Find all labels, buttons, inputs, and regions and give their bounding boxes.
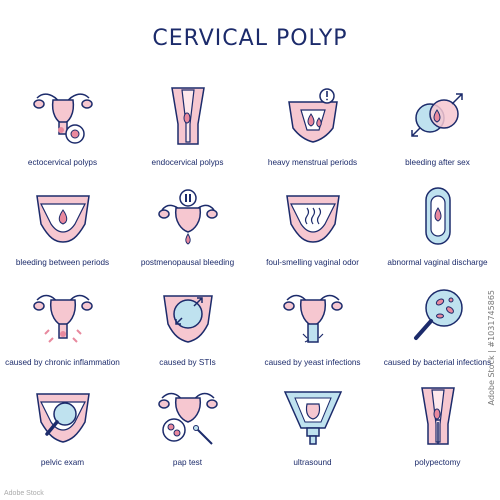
item-pap-test: pap test (125, 380, 250, 480)
item-label: caused by STIs (159, 358, 216, 367)
yeast-uterus-icon (282, 294, 343, 343)
magnifier-bacteria-icon (413, 289, 463, 340)
item-pelvic-exam: pelvic exam (0, 380, 125, 480)
item-label: caused by chronic inflammation (5, 358, 120, 367)
item-label: polypectomy (414, 458, 461, 467)
item-label: heavy menstrual periods (267, 158, 358, 167)
item-label: pelvic exam (40, 458, 85, 467)
odor-icon (285, 195, 340, 243)
pap-test-icon (157, 392, 218, 445)
inflamed-uterus-icon (32, 294, 93, 343)
uterus-polyp-icon (32, 93, 93, 144)
icon-grid: ectocervical polyps endocervical polyps … (0, 80, 500, 480)
cervix-canal-polyp-icon (170, 87, 205, 145)
item-label: abnormal vaginal discharge (387, 258, 488, 267)
item-label: pap test (172, 458, 203, 467)
polypectomy-icon (420, 387, 455, 445)
item-bleeding-after-sex: bleeding after sex (375, 80, 500, 180)
item-ultrasound: ultrasound (250, 380, 375, 480)
item-abnormal-vaginal-discharge: abnormal vaginal discharge (375, 180, 500, 280)
item-heavy-menstrual-periods: heavy menstrual periods (250, 80, 375, 180)
item-caused-by-yeast-infections: caused by yeast infections (250, 280, 375, 380)
item-label: foul-smelling vaginal odor (266, 258, 359, 267)
item-polypectomy: polypectomy (375, 380, 500, 480)
item-label: ultrasound (293, 458, 332, 467)
gender-symbols-drop-icon (410, 93, 463, 137)
underwear-drop-icon (35, 195, 90, 243)
item-ectocervical-polyps: ectocervical polyps (0, 80, 125, 180)
item-label: bleeding after sex (405, 158, 470, 167)
page-title: CERVICAL POLYP (152, 26, 348, 51)
item-postmenopausal-bleeding: postmenopausal bleeding (125, 180, 250, 280)
pad-drop-icon (424, 187, 451, 245)
item-endocervical-polyps: endocervical polyps (125, 80, 250, 180)
stock-id-text: Adobe Stock | #1031745865 (487, 290, 496, 406)
item-label: endocervical polyps (151, 158, 224, 167)
item-caused-by-chronic-inflammation: caused by chronic inflammation (0, 280, 125, 380)
heavy-period-icon (287, 88, 338, 143)
item-label: bleeding between periods (15, 258, 110, 267)
item-foul-smelling-vaginal-odor: foul-smelling vaginal odor (250, 180, 375, 280)
item-label: caused by yeast infections (264, 358, 361, 367)
item-caused-by-bacterial-infections: caused by bacterial infections (375, 280, 500, 380)
watermark-text: Adobe Stock (4, 490, 44, 497)
item-label: caused by bacterial infections (383, 358, 492, 367)
uterus-pause-drop-icon (157, 189, 218, 245)
item-label: postmenopausal bleeding (140, 258, 235, 267)
item-bleeding-between-periods: bleeding between periods (0, 180, 125, 280)
ultrasound-icon (283, 391, 342, 445)
item-caused-by-stis: caused by STIs (125, 280, 250, 380)
item-label: ectocervical polyps (27, 158, 98, 167)
pelvic-exam-icon (35, 393, 90, 443)
sti-icon (162, 295, 213, 343)
